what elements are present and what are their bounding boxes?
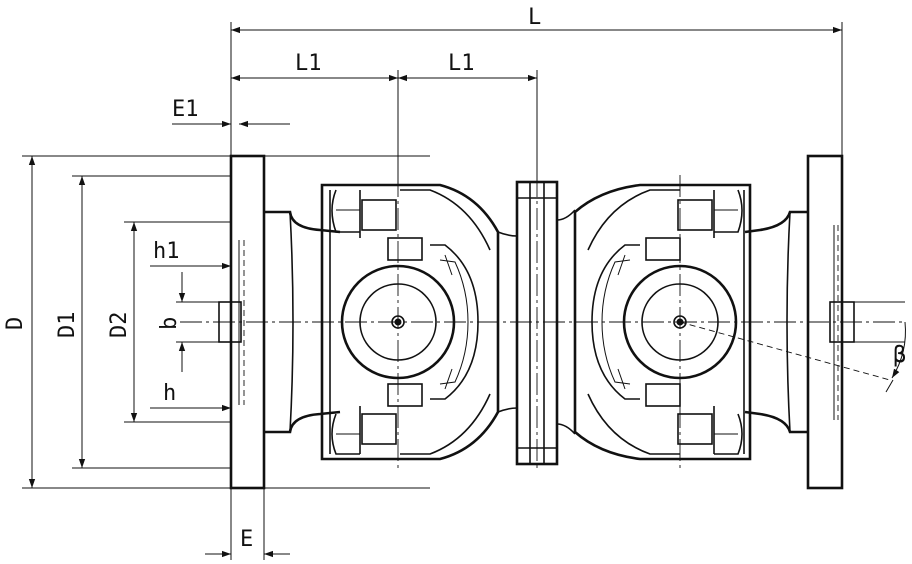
label-L1-left: L1 bbox=[295, 51, 322, 76]
dimension-labels: L L1 L1 E1 E D D1 D2 h1 b h β bbox=[3, 5, 906, 552]
label-D1: D1 bbox=[55, 312, 80, 339]
label-L1-right: L1 bbox=[448, 51, 475, 76]
dimension-lines bbox=[28, 26, 906, 558]
label-h1: h1 bbox=[153, 239, 180, 264]
label-b: b bbox=[157, 317, 182, 330]
right-cross bbox=[591, 237, 738, 407]
label-D: D bbox=[3, 317, 28, 330]
left-hub bbox=[264, 210, 341, 434]
label-h: h bbox=[163, 381, 176, 406]
right-yoke bbox=[573, 183, 752, 461]
center-sleeve bbox=[497, 180, 576, 466]
label-beta: β bbox=[893, 343, 906, 368]
label-E1: E1 bbox=[172, 97, 199, 122]
label-D2: D2 bbox=[107, 312, 132, 339]
right-hub bbox=[744, 210, 808, 434]
label-L: L bbox=[528, 5, 541, 30]
right-flange bbox=[806, 154, 855, 490]
center-lines bbox=[180, 175, 905, 470]
extension-lines bbox=[22, 22, 905, 560]
left-cross bbox=[340, 237, 479, 407]
label-E: E bbox=[240, 527, 253, 552]
